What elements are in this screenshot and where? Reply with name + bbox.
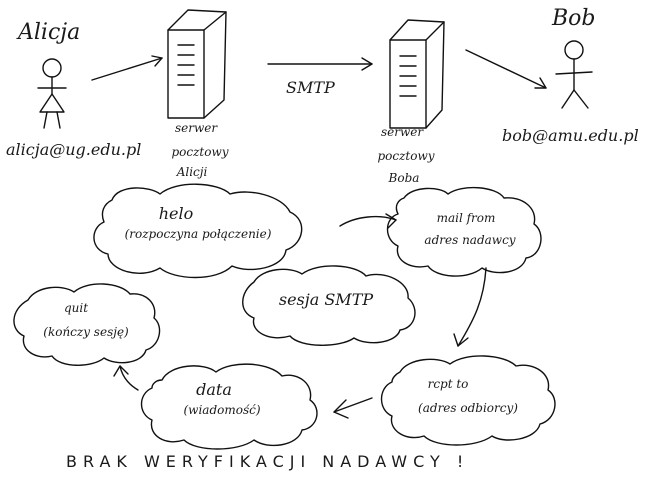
helo-cloud <box>93 183 303 279</box>
alice-server-line3: Alicji <box>176 165 208 179</box>
arrow-rcpt-to-data <box>333 397 373 419</box>
arrow-data-to-quit <box>113 365 139 391</box>
bob-server-icon <box>389 19 445 129</box>
data-command: data <box>196 380 232 399</box>
arrow-server-to-bob <box>465 49 547 89</box>
alice-server-icon <box>167 9 227 119</box>
footer-warning: BRAK WERYFIKACJI NADAWCY ! <box>66 452 470 471</box>
arrow-server-to-server <box>267 57 373 71</box>
arrow-mail-to-rcpt <box>453 267 487 347</box>
alice-figure-icon <box>37 58 67 129</box>
alice-name: Alicja <box>18 20 81 45</box>
data-cloud <box>140 363 318 450</box>
alice-email: alicja@ug.edu.pl <box>6 140 142 159</box>
mail-from-command: mail from <box>436 211 496 225</box>
quit-cloud <box>13 283 161 366</box>
bob-figure-icon <box>555 40 593 109</box>
arrow-alice-to-server <box>91 55 163 81</box>
helo-command: helo <box>158 204 194 223</box>
protocol-label: SMTP <box>286 78 335 97</box>
alice-server-line1: serwer <box>174 121 218 135</box>
alice-server-line2: pocztowy <box>171 145 229 159</box>
mail-from-cloud <box>386 186 542 277</box>
mail-from-note: adres nadawcy <box>424 233 516 247</box>
bob-server-line2: pocztowy <box>377 149 435 163</box>
bob-server-line1: serwer <box>380 125 424 139</box>
arrow-helo-to-mail <box>339 213 397 229</box>
bob-email: bob@amu.edu.pl <box>502 126 639 145</box>
data-note: (wiadomość) <box>183 403 261 417</box>
rcpt-to-cloud <box>380 355 556 446</box>
bob-name: Bob <box>552 6 596 31</box>
helo-note: (rozpoczyna połączenie) <box>124 227 272 241</box>
rcpt-to-command: rcpt to <box>427 377 469 391</box>
quit-command: quit <box>63 301 89 315</box>
bob-server-line3: Boba <box>388 171 420 185</box>
rcpt-to-note: (adres odbiorcy) <box>418 401 518 415</box>
session-cloud <box>242 265 416 346</box>
session-label: sesja SMTP <box>278 290 374 309</box>
quit-note: (kończy sesję) <box>43 325 129 339</box>
